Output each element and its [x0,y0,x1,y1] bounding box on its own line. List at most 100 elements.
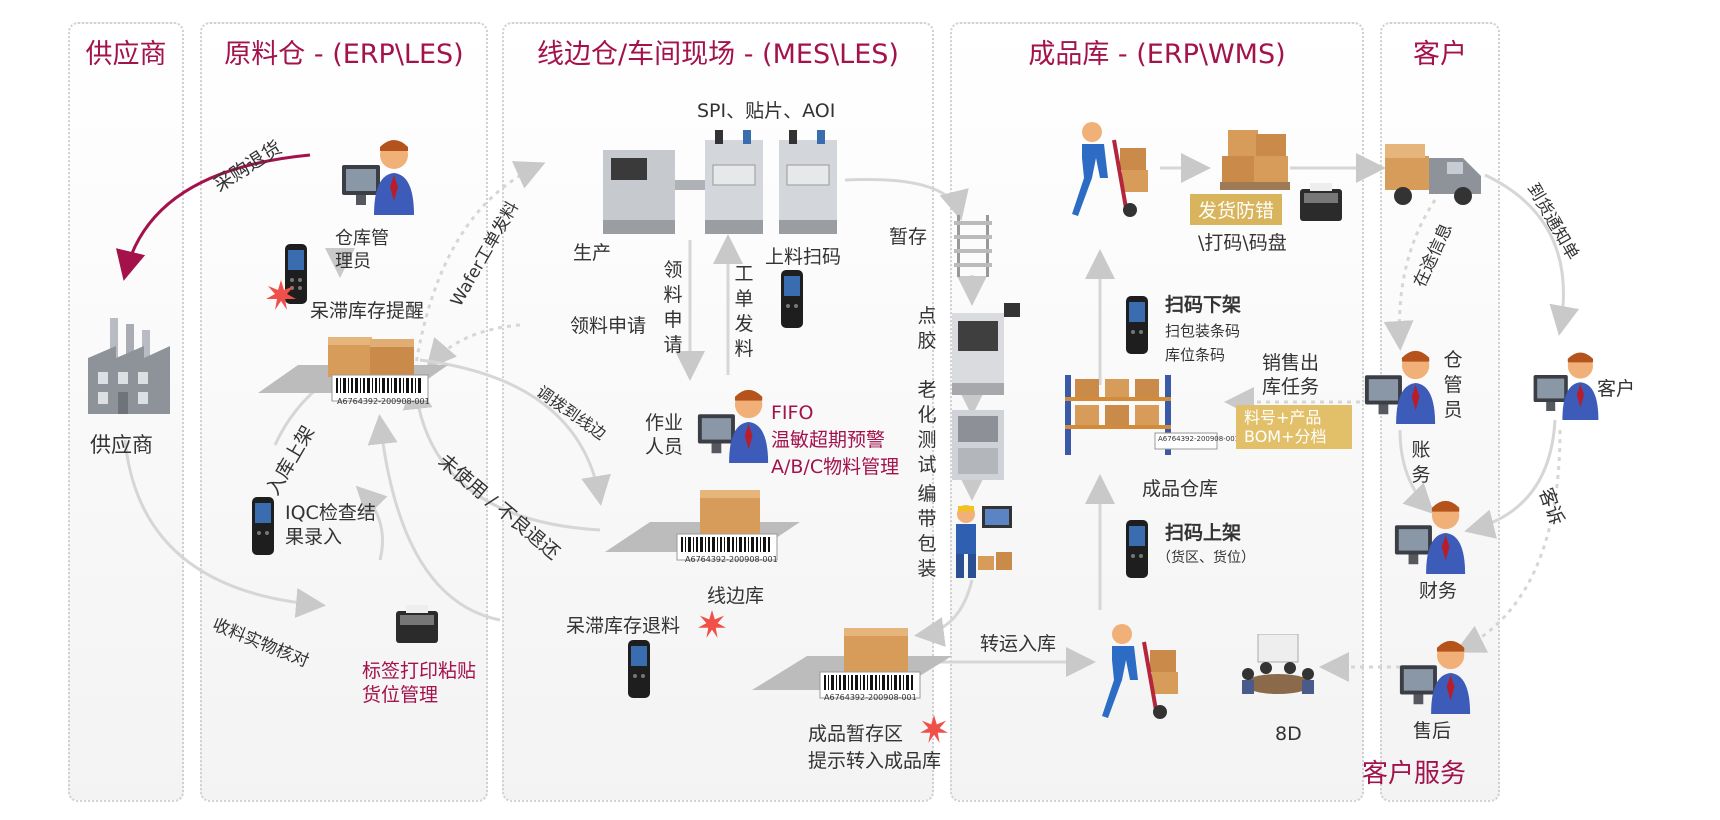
print-count-label: \打码\码盘 [1198,232,1287,254]
scan-off-sub2: 库位条码 [1165,346,1226,364]
temp-store-label: 暂存 [889,226,928,248]
abc-label: A/B/C物料管理 [771,456,900,478]
lane-title: 成品库 - (ERP\WMS) [1028,39,1286,70]
after-sales-label: 售后 [1413,720,1452,742]
person-computer-icon [1390,496,1470,574]
temp-warn-label: 温敏超期预警 [771,429,886,451]
fg-hint-label: 提示转入成品库 [808,750,942,772]
person-computer-icon [1530,348,1602,420]
transit-arrow [1383,199,1437,351]
pack-to-fg-arrow [914,579,974,647]
lane-raw: 原料仓 - (ERP\LES) [200,22,488,802]
stale-alert-label: 呆滞库存提醒 [310,300,425,322]
label-printer-icon [396,605,438,643]
machine-to-temp-arrow [844,177,969,221]
iqc-label: IQC检查结果录入 [285,502,376,548]
boxes-icon [1220,130,1290,190]
dispense-label: 点胶 [917,305,937,352]
eightd-label: 8D [1275,723,1302,745]
starburst-icon [920,715,948,743]
mat-info-badge: 料号+产品 BOM+分档 [1236,405,1352,450]
aging-tester-icon [952,410,1004,480]
pick-request-label: 领料申请 [570,315,647,337]
boxes-icon [605,490,800,570]
handheld-scanner-icon [626,640,652,698]
meeting-icon [1238,633,1318,708]
person-computer-icon [338,135,418,215]
customer-finance-arrow [1464,419,1557,539]
transfer-in-label: 转运入库 [980,633,1057,655]
person-computer-icon [1395,636,1475,714]
person-computer-icon [693,385,773,463]
raw-barcode: A6764392-200908-001 [337,397,430,406]
service-label: 客户服务 [1362,759,1467,789]
fg-temp-label: 成品暂存区 [808,723,904,745]
account-label: 账务 [1411,439,1431,486]
lane-title: 客户 [1413,39,1467,70]
return-arrow [402,379,601,532]
purchase-return-arrow [115,153,311,281]
scan-off-label: 扫码下架 [1165,294,1242,316]
mat-info-2: BOM+分档 [1244,427,1327,447]
lane-title: 原料仓 - (ERP\LES) [224,39,464,70]
handheld-scanner-icon [1124,520,1150,578]
handheld-scanner-icon [250,497,276,555]
feed-scan-label: 上料扫码 [765,246,842,268]
fg-barcode: A6764392-200908-001 [824,693,917,702]
scan-on-label: 扫码上架 [1165,522,1242,544]
customer-label: 客户 [1597,378,1636,400]
handheld-scanner-icon [779,270,805,328]
smt-machine-icon [603,125,853,235]
work-order-issue-vertical: 工单发料 [734,263,754,360]
lane-title: 线边仓/车间现场 - (MES\LES) [537,39,899,70]
receive-arrow [123,439,326,618]
pick-request-vertical: 领料申请 [663,259,683,356]
finance-label: 财务 [1419,580,1458,602]
pick-request-arrow [426,323,521,370]
arrival-notice-arrow [1484,173,1580,336]
hand-truck-icon [1070,118,1160,218]
handheld-scanner-icon [1124,296,1150,354]
wh-barcode: A6764392-200908-001 [1158,435,1240,443]
label-printer-icon [1300,183,1342,221]
production-label: 生产 [573,242,612,264]
spi-label: SPI、贴片、AOI [697,100,836,122]
dispenser-icon [952,303,1020,395]
supplier-label: 供应商 [90,433,153,457]
label-to-iqc-arrow [355,485,388,561]
mat-info-1: 料号+产品 [1244,408,1322,427]
aging-label: 老化测试 [917,379,937,476]
factory-icon [88,312,170,414]
scan-on-sub: （货区、货位） [1157,550,1255,566]
line-store-label: 线边库 [707,585,765,607]
person-computer-icon [1360,346,1440,424]
rack-icon [954,215,992,277]
transfer-arrow [419,358,611,506]
packing-worker-icon [948,500,1014,580]
boxes-icon [752,628,952,710]
lane-title: 供应商 [85,39,167,70]
hand-truck-icon [1100,620,1190,720]
label-print-label: 标签打印粘贴货位管理 [362,660,477,706]
ship-check-badge: 发货防错 [1190,194,1283,225]
fifo-label: FIFO [771,402,814,424]
stale-return-label: 呆滞库存退料 [566,615,681,637]
line-barcode: A6764392-200908-001 [685,555,778,564]
rack-icon [1065,375,1220,455]
warehouse-label: 成品仓库 [1142,478,1219,500]
starburst-icon [266,280,296,310]
packing-label: 编带包装 [917,483,937,580]
keeper-fg-label: 仓管员 [1443,349,1463,421]
keeper-label: 仓库管理员 [335,228,389,272]
boxes-icon [258,335,448,415]
complaint-arrow [1454,429,1562,653]
operator-label: 作业人员 [645,412,684,458]
account-arrow [1398,429,1435,515]
truck-icon [1385,138,1485,208]
starburst-icon [698,610,726,638]
stale-return-arrow [367,414,501,622]
scan-off-sub1: 扫包装条码 [1165,322,1241,340]
wafer-arrow [413,161,546,371]
sales-task-label: 销售出库任务 [1262,352,1320,398]
